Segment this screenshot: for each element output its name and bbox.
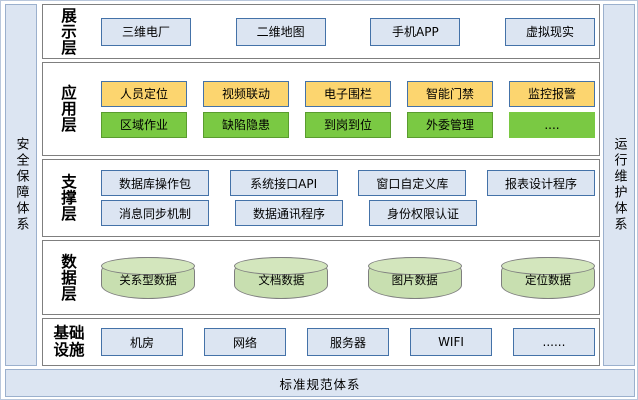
layer-row: 人员定位视频联动电子围栏智能门禁监控报警 [95, 80, 595, 112]
security-assurance-label: 安全保障体系 [13, 137, 29, 233]
node-presentation-1-3[interactable]: 手机APP [370, 17, 461, 46]
node-application-1-4[interactable]: 智能门禁 [407, 80, 493, 107]
layer-row: 数据库操作包系统接口API 窗口自定义库报表设计程序 [95, 170, 596, 200]
node-presentation-1-4[interactable]: 虚拟现实 [505, 17, 596, 46]
layer-label-line: 应 [61, 84, 77, 102]
node-infrastructure-1-3[interactable]: 服务器 [307, 328, 389, 356]
node-application-1-2[interactable]: 视频联动 [203, 80, 289, 107]
layer-row: 区域作业缺陷隐患到岗到位外委管理.... [95, 111, 595, 138]
layer-label-line: 用 [61, 100, 77, 118]
node-support-2-1[interactable]: 消息同步机制 [101, 200, 209, 226]
node-support-1-4[interactable]: 报表设计程序 [487, 170, 596, 196]
node-infrastructure-1-4[interactable]: WIFI [410, 328, 492, 356]
layer-row: 消息同步机制数据通讯程序身份权限认证 [95, 200, 595, 226]
layer-label-line: 层 [61, 284, 77, 303]
node-support-1-2[interactable]: 系统接口API [229, 170, 338, 196]
node-application-2-5[interactable]: .... [509, 111, 595, 138]
layer-label-line: 支 [61, 173, 77, 191]
layer-infrastructure: 基础设施机房网络服务器 WIFI...... [42, 318, 600, 366]
node-application-2-4[interactable]: 外委管理 [407, 111, 493, 138]
layer-label-presentation: 展示层 [43, 5, 95, 58]
layer-label-infrastructure: 基础设施 [43, 319, 95, 365]
data-store-3[interactable]: 图片数据 [367, 256, 462, 299]
layer-body-presentation: 三维电厂 二维地图 手机APP 虚拟现实 [95, 5, 599, 58]
data-store-1[interactable]: 关系型数据 [101, 256, 195, 299]
layer-body-infrastructure: 机房网络服务器 WIFI...... [95, 319, 599, 365]
layer-label-line: 数 [61, 252, 77, 271]
layer-row: 机房网络服务器 WIFI...... [95, 328, 595, 356]
layer-body-support: 数据库操作包系统接口API 窗口自定义库报表设计程序消息同步机制数据通讯程序身份权… [95, 160, 599, 236]
layer-label-data: 数据层 [43, 241, 95, 314]
standards-system-label: 标准规范体系 [279, 376, 361, 392]
layer-label-support: 支撑层 [43, 160, 95, 236]
layer-label-line: 设施 [53, 341, 85, 359]
node-application-2-1[interactable]: 区域作业 [101, 111, 187, 138]
node-application-1-5[interactable]: 监控报警 [509, 80, 595, 107]
security-assurance-pillar: 安全保障体系 [5, 4, 37, 366]
node-application-2-2[interactable]: 缺陷隐患 [203, 111, 289, 138]
cylinder-label: 关系型数据 [119, 272, 177, 287]
node-infrastructure-1-2[interactable]: 网络 [204, 328, 286, 356]
layer-data: 数据层 关系型数据 文档数据 图片数据 定位数据 [42, 240, 600, 315]
layer-row: 关系型数据 文档数据 图片数据 定位数据 [95, 256, 595, 299]
node-application-1-1[interactable]: 人员定位 [101, 80, 187, 107]
layer-row: 三维电厂 二维地图 手机APP 虚拟现实 [95, 17, 596, 46]
layer-label-line: 示 [61, 22, 77, 41]
layer-application: 应用层人员定位视频联动电子围栏智能门禁监控报警区域作业缺陷隐患到岗到位外委管理.… [42, 62, 600, 156]
layer-label-line: 撑 [61, 189, 77, 207]
cylinder-label: 定位数据 [524, 272, 571, 287]
layer-label-line: 层 [61, 205, 77, 223]
layer-label-line: 基础 [53, 324, 85, 342]
standards-system-bar: 标准规范体系 [5, 369, 635, 397]
layer-body-data: 关系型数据 文档数据 图片数据 定位数据 [95, 241, 599, 314]
node-presentation-1-2[interactable]: 二维地图 [235, 17, 326, 46]
node-infrastructure-1-5[interactable]: ...... [513, 328, 595, 356]
operation-maintenance-label: 运行维护体系 [611, 137, 627, 233]
node-presentation-1-1[interactable]: 三维电厂 [101, 17, 191, 46]
layer-body-application: 人员定位视频联动电子围栏智能门禁监控报警区域作业缺陷隐患到岗到位外委管理.... [95, 63, 599, 155]
layer-label-line: 据 [61, 268, 77, 287]
node-infrastructure-1-1[interactable]: 机房 [101, 328, 183, 356]
layer-label-application: 应用层 [43, 63, 95, 155]
node-support-1-1[interactable]: 数据库操作包 [101, 170, 209, 196]
data-store-4[interactable]: 定位数据 [500, 256, 595, 299]
node-support-2-2[interactable]: 数据通讯程序 [235, 200, 343, 226]
cylinder-label: 文档数据 [258, 272, 305, 287]
node-application-2-3[interactable]: 到岗到位 [305, 111, 391, 138]
layer-label-line: 展 [61, 6, 77, 25]
node-application-1-3[interactable]: 电子围栏 [305, 80, 391, 107]
node-support-1-3[interactable]: 窗口自定义库 [358, 170, 467, 196]
cylinder-label: 图片数据 [391, 272, 438, 287]
layer-label-line: 层 [61, 38, 77, 57]
operation-maintenance-pillar: 运行维护体系 [603, 4, 635, 366]
layer-label-line: 层 [61, 116, 77, 134]
node-support-2-3[interactable]: 身份权限认证 [369, 200, 477, 226]
data-store-2[interactable]: 文档数据 [234, 256, 329, 299]
